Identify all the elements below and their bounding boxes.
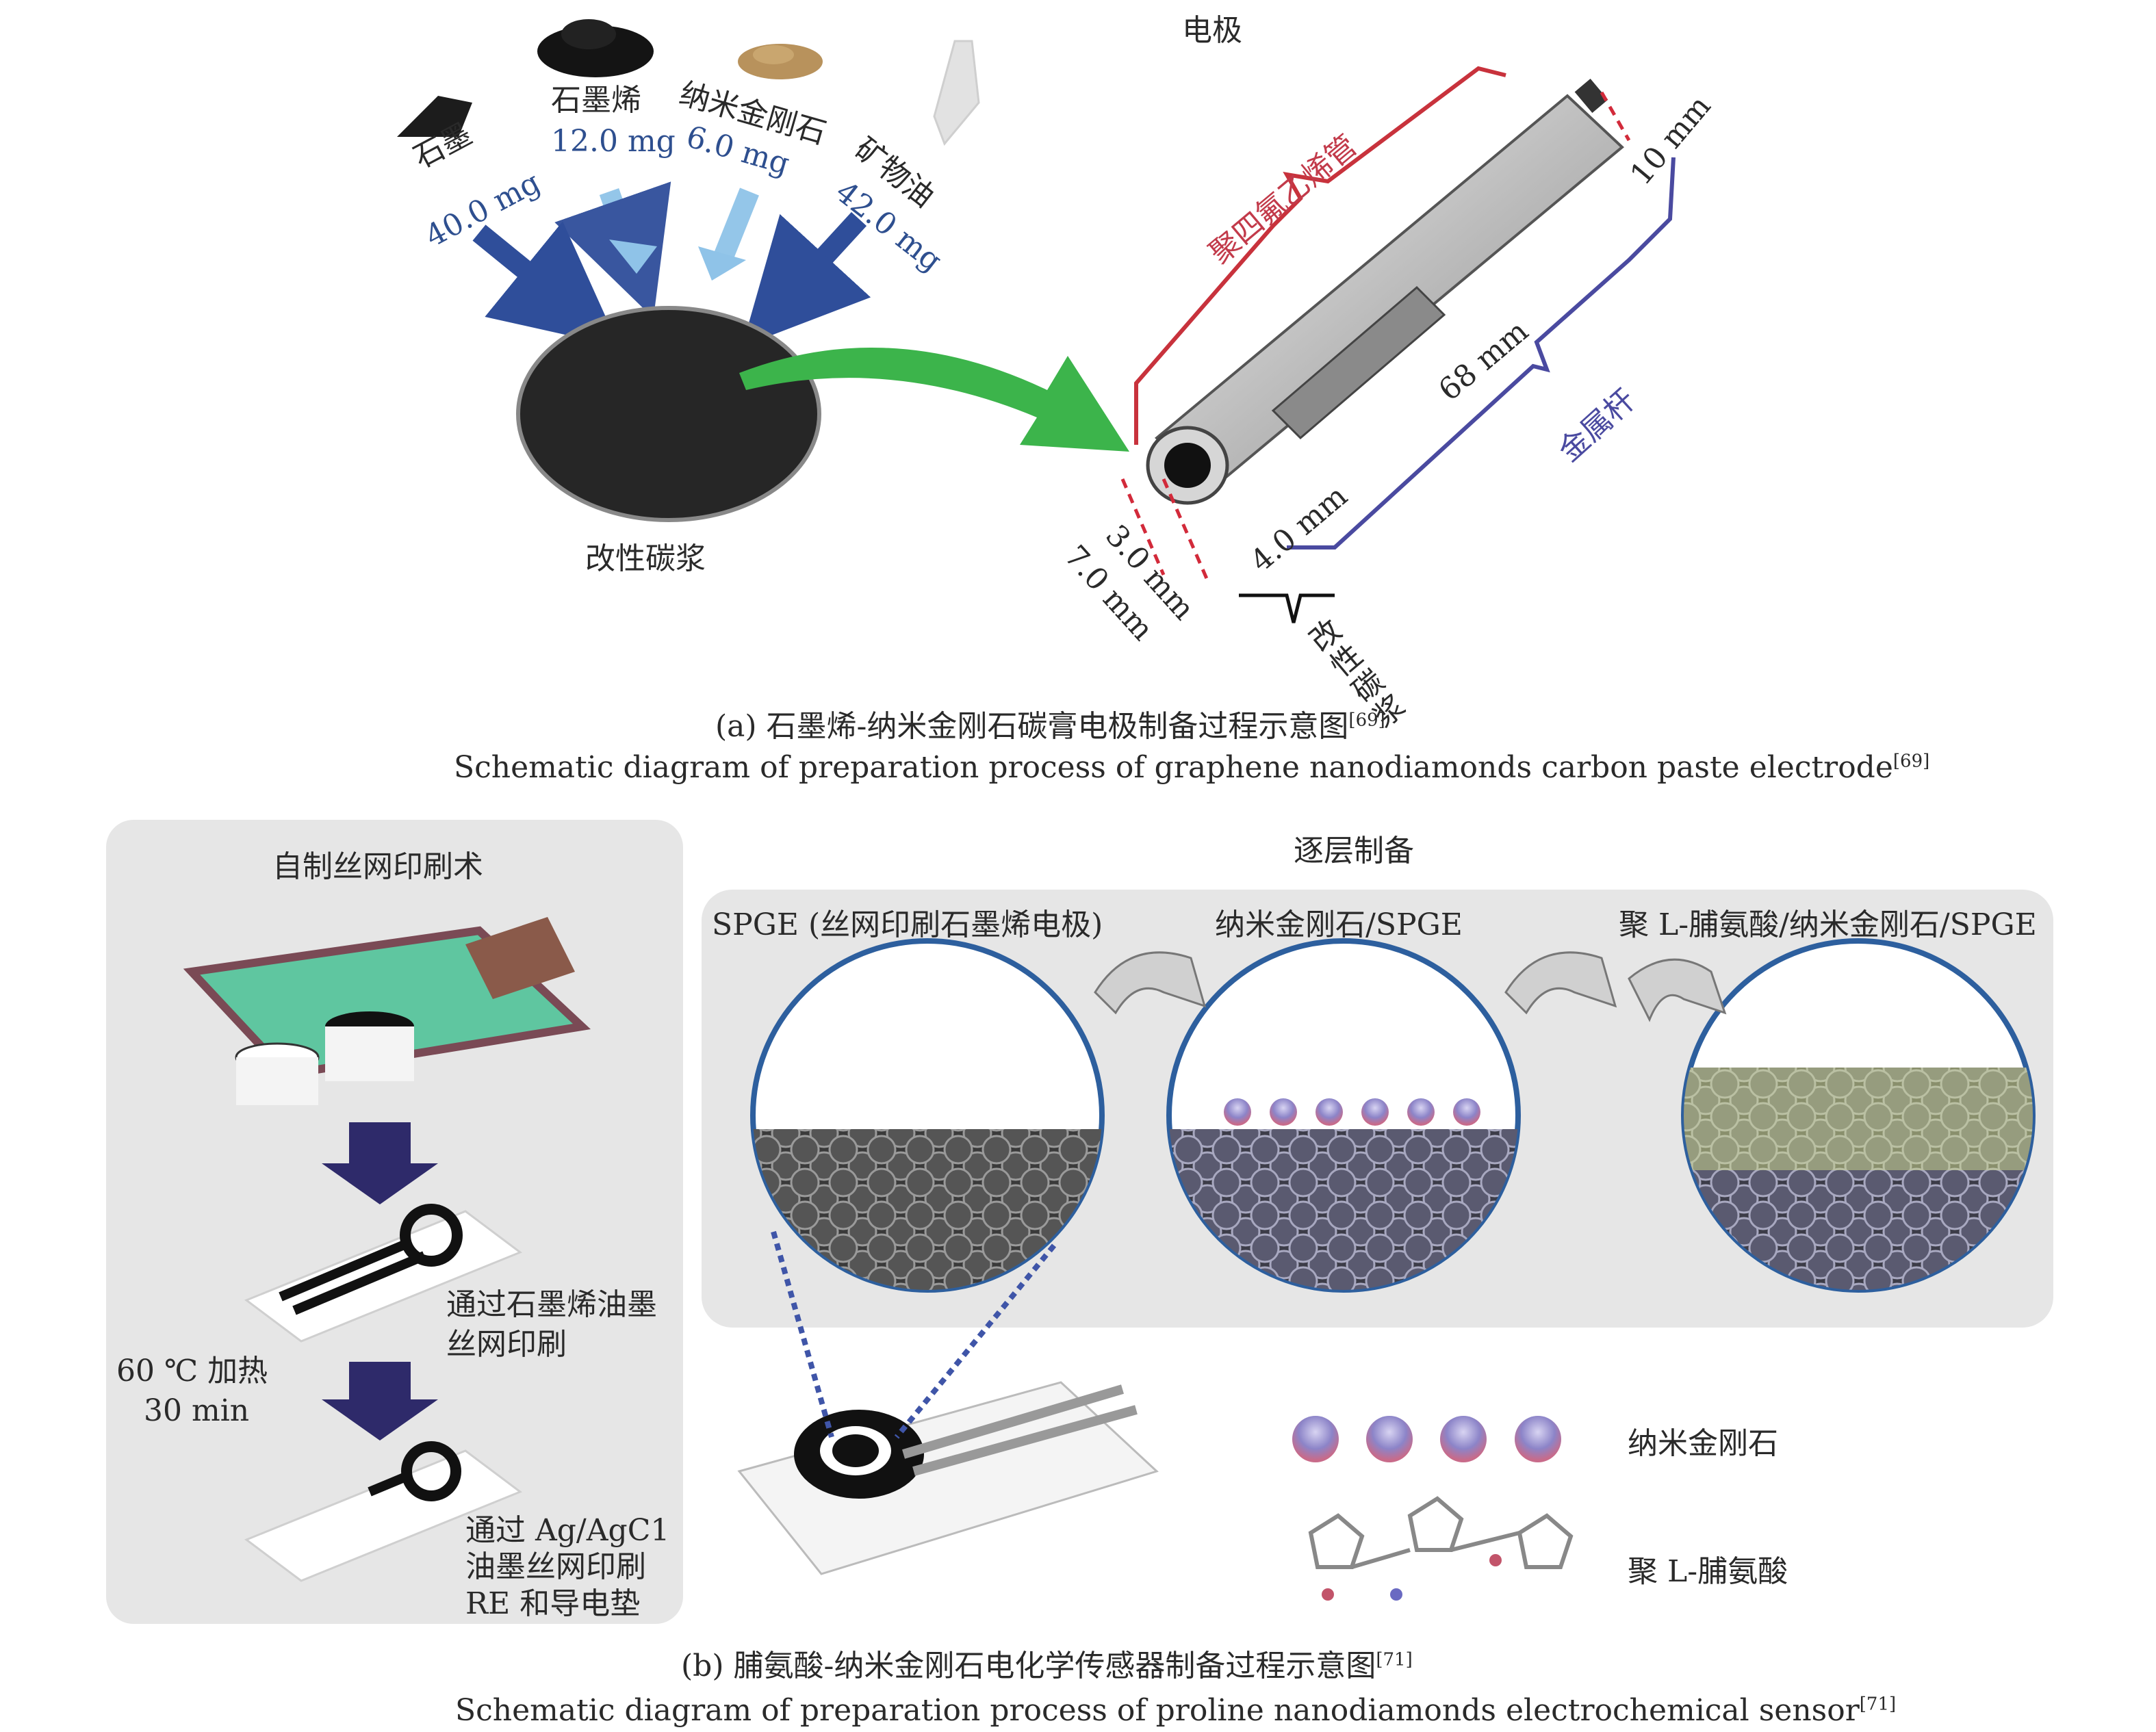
zoom-line-right bbox=[894, 1243, 1057, 1439]
graphene-printed-strip bbox=[244, 1204, 523, 1343]
down-arrow-1 bbox=[322, 1122, 438, 1204]
down-arrow-2 bbox=[322, 1362, 438, 1440]
electrode-title: 电极 bbox=[1182, 13, 1242, 48]
curve-arrow-2 bbox=[1504, 951, 1617, 1015]
step2-label-line2: 油墨丝网印刷 bbox=[465, 1549, 646, 1584]
caption-a-en: Schematic diagram of preparation process… bbox=[454, 750, 1930, 785]
curve-arrow-1 bbox=[1094, 951, 1207, 1015]
heat-line1: 60 ℃ 加热 bbox=[116, 1354, 268, 1388]
step2-label-line1: 通过 Ag/AgC1 bbox=[465, 1513, 670, 1548]
step1-label-line2: 丝网印刷 bbox=[446, 1327, 567, 1362]
ag-printed-strip bbox=[244, 1441, 523, 1582]
sensor-strip bbox=[737, 1381, 1159, 1575]
dimension-lines bbox=[1120, 91, 1631, 582]
screen-printer bbox=[183, 917, 591, 1105]
arrow-nanodiamond-head bbox=[698, 246, 746, 281]
graphite-powder bbox=[397, 96, 472, 137]
rod-brace bbox=[1287, 157, 1676, 550]
ingredient-graphene-name: 石墨烯 bbox=[551, 83, 641, 118]
legend-nanodiamond-icons bbox=[1292, 1416, 1561, 1462]
nanodiamond-powder bbox=[738, 44, 823, 79]
screen-print-title: 自制丝网印刷术 bbox=[272, 849, 483, 884]
caption-a-cn: (a) 石墨烯-纳米金刚石碳膏电极制备过程示意图[69] bbox=[715, 709, 1385, 744]
curve-arrow-3 bbox=[1628, 958, 1727, 1022]
electrode-drawing bbox=[1146, 79, 1625, 505]
arrow-nanodiamond bbox=[713, 188, 759, 264]
legend-proline-icon bbox=[1308, 1496, 1574, 1601]
layer1-label: SPGE (丝网印刷石墨烯电极) bbox=[712, 907, 1103, 942]
arrow-graphite bbox=[472, 221, 619, 347]
zoom-circle-spge bbox=[750, 938, 1105, 1293]
green-arrow bbox=[739, 347, 1129, 452]
heat-line2: 30 min bbox=[144, 1393, 250, 1428]
legend-proline-label: 聚 L-脯氨酸 bbox=[1628, 1554, 1788, 1589]
carbon-paste-disk bbox=[516, 306, 821, 522]
graphene-powder bbox=[537, 19, 654, 77]
mineral-oil-dropper bbox=[933, 40, 980, 146]
layer3-label: 聚 L-脯氨酸/纳米金刚石/SPGE bbox=[1619, 907, 2037, 942]
legend-nanodiamond-label: 纳米金刚石 bbox=[1628, 1426, 1778, 1461]
zoom-line-left bbox=[771, 1230, 834, 1438]
layer-title: 逐层制备 bbox=[1294, 833, 1414, 868]
paste-label: 改性碳浆 bbox=[585, 541, 706, 576]
step1-label-line1: 通过石墨烯油墨 bbox=[446, 1287, 657, 1322]
layer2-label: 纳米金刚石/SPGE bbox=[1215, 907, 1463, 942]
arrow-graphene-head bbox=[609, 240, 657, 274]
caption-b-cn: (b) 脯氨酸-纳米金刚石电化学传感器制备过程示意图[71] bbox=[681, 1649, 1413, 1683]
tip-brace bbox=[1239, 593, 1335, 623]
step2-label-line3: RE 和导电垫 bbox=[465, 1586, 641, 1621]
caption-b-en: Schematic diagram of preparation process… bbox=[455, 1693, 1897, 1728]
arrow-mineral-oil bbox=[742, 211, 871, 347]
ingredient-graphene-amount: 12.0 mg bbox=[551, 124, 676, 159]
ptfe-brace bbox=[1134, 66, 1506, 445]
